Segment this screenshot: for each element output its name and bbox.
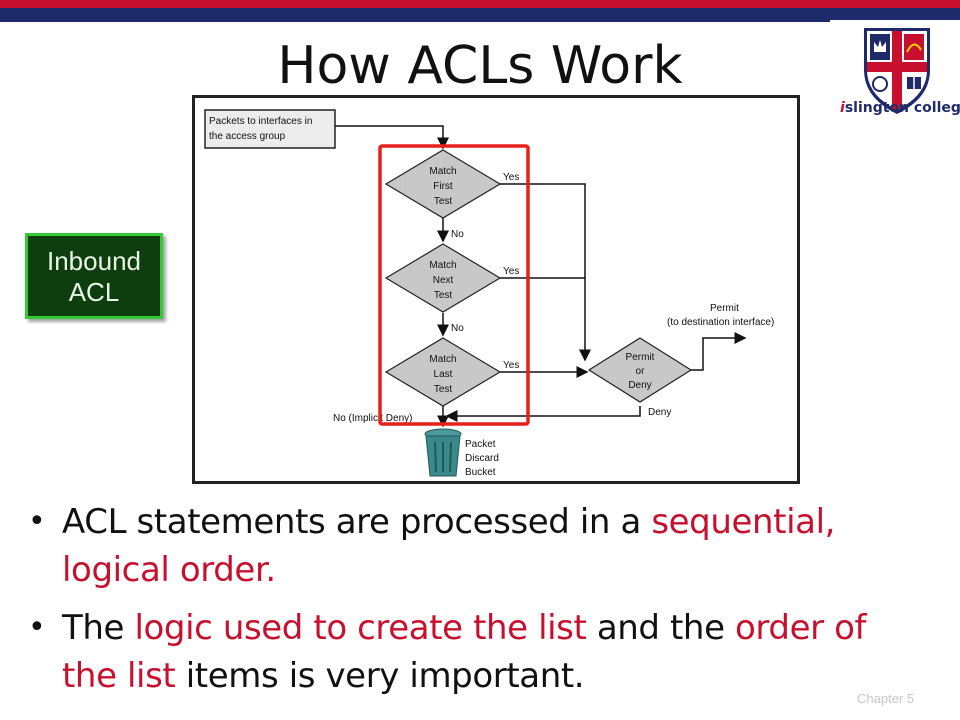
diamond-permit-or-deny: Permit or Deny	[587, 337, 693, 403]
bucket-line1: Packet	[465, 439, 496, 450]
first-test-line1: Match	[429, 166, 456, 177]
next-test-line2: Next	[433, 275, 454, 286]
slide-title: How ACLs Work	[277, 36, 683, 96]
bullet-item: • ACL statements are processed in a sequ…	[20, 498, 920, 594]
bullet-list: • ACL statements are processed in a sequ…	[20, 498, 920, 710]
implicit-deny-label: No (Implicit Deny)	[333, 413, 412, 424]
chapter-footer: Chapter 5	[857, 691, 915, 706]
inbound-acl-callout: Inbound ACL	[25, 233, 163, 319]
diamond-first-test: Match First Test	[384, 149, 502, 219]
last-test-line3: Test	[434, 384, 453, 395]
decision-line1: Permit	[626, 352, 655, 363]
first-test-line3: Test	[434, 196, 453, 207]
wordmark-initial: i	[840, 100, 845, 116]
decision-line2: or	[636, 366, 646, 377]
no-label-next: No	[451, 323, 464, 334]
yes-label-first: Yes	[503, 172, 519, 183]
start-box	[204, 109, 336, 149]
start-box-line1: Packets to interfaces in	[209, 116, 312, 127]
bullet-2-seg-1: The	[62, 608, 135, 648]
top-banner-blue-stripe	[0, 8, 960, 20]
diamond-last-test: Match Last Test	[384, 337, 502, 407]
start-box-line2: the access group	[209, 131, 286, 142]
bullet-dot-icon: •	[28, 610, 46, 645]
decision-line3: Deny	[628, 380, 651, 391]
deny-label: Deny	[648, 407, 671, 418]
bullet-dot-icon: •	[28, 504, 46, 539]
top-banner-underline	[0, 20, 830, 22]
bucket-line2: Discard	[465, 453, 499, 464]
college-wordmark: islington college	[840, 100, 960, 116]
bullet-2-seg-2: logic used to create the list	[134, 608, 587, 648]
packet-discard-bucket-icon	[424, 428, 462, 477]
bullet-2-seg-3: and the	[586, 608, 736, 648]
acl-flowchart: Packets to interfaces in the access grou…	[192, 95, 800, 484]
next-test-line3: Test	[434, 290, 453, 301]
highlight-box	[378, 144, 530, 426]
bullet-item: • The logic used to create the list and …	[20, 604, 920, 700]
college-crest-logo	[864, 28, 930, 114]
yes-label-last: Yes	[503, 360, 519, 371]
diamond-next-test: Match Next Test	[384, 243, 502, 313]
callout-line1: Inbound	[47, 246, 141, 276]
permit-sub-label: (to destination interface)	[667, 317, 774, 328]
no-label-first: No	[451, 229, 464, 240]
last-test-line1: Match	[429, 354, 456, 365]
permit-label: Permit	[710, 303, 739, 314]
bullet-2-seg-5: items is very important.	[175, 656, 585, 696]
next-test-line1: Match	[429, 260, 456, 271]
wordmark-name: slington college	[844, 100, 960, 116]
yes-label-next: Yes	[503, 266, 519, 277]
callout-line2: ACL	[68, 277, 120, 307]
bucket-line3: Bucket	[465, 467, 496, 478]
bullet-1-seg-2: sequential, logical order.	[62, 502, 836, 590]
first-test-line2: First	[433, 181, 453, 192]
bullet-2-seg-4: order of the list	[62, 608, 867, 696]
last-test-line2: Last	[434, 369, 453, 380]
top-banner-red-stripe	[0, 0, 960, 8]
bullet-1-seg-1: ACL statements are processed in a	[62, 502, 652, 542]
top-banner	[0, 0, 960, 22]
